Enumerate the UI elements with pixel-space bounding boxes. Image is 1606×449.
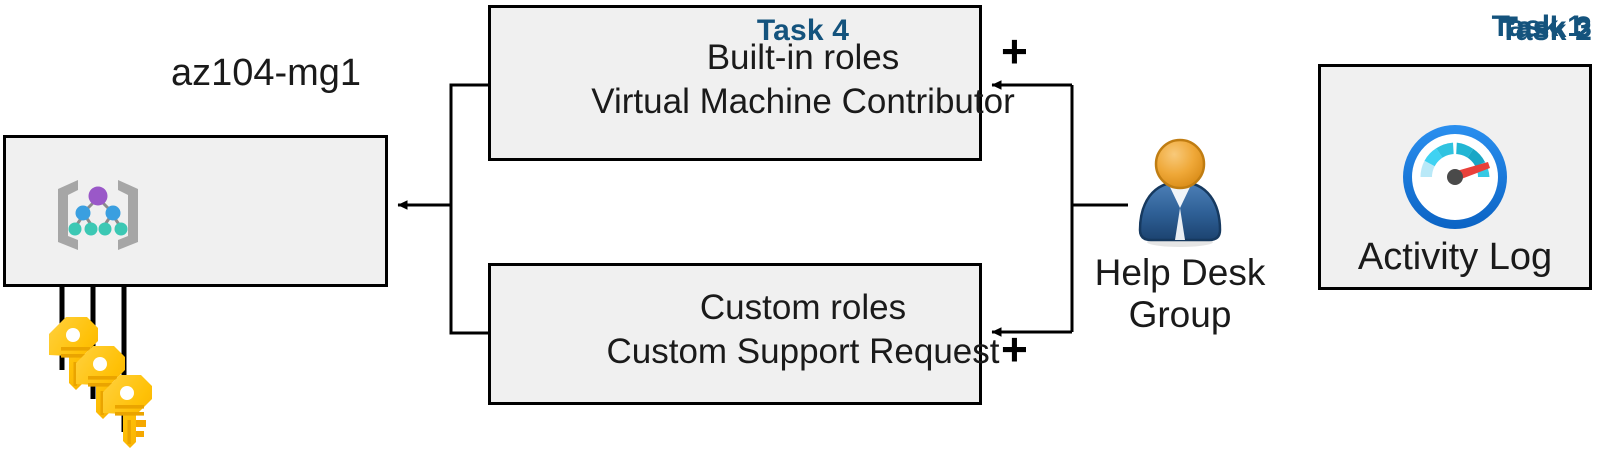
task4-label: Task 4 [756,14,850,47]
task4-title: Activity Log [1357,236,1553,278]
task3-line1: Custom roles [699,288,907,327]
plus-operator-bottom: + [1001,323,1028,375]
plus-operator-top: + [1001,25,1028,77]
keys-icon [49,317,152,448]
management-group-icon [58,180,138,250]
task2-line2: Virtual Machine Contributor [591,82,1015,121]
task2-line1: Built-in roles [706,38,900,77]
task2-label: Task 2 [1499,14,1592,47]
actor-line2: Group [1128,294,1232,335]
task3-label: Task 3 [1499,11,1592,44]
actor-line1: Help Desk [1094,252,1266,293]
task3-box[interactable] [488,263,982,405]
gauge-icon [1403,125,1507,229]
task2-box[interactable] [488,5,982,161]
task1-title: az104-mg1 [170,52,362,94]
user-group-icon [1138,138,1222,247]
task3-line2: Custom Support Request [606,332,1000,371]
task1-label: Task 1 [1491,10,1584,43]
task1-box[interactable] [3,135,388,287]
